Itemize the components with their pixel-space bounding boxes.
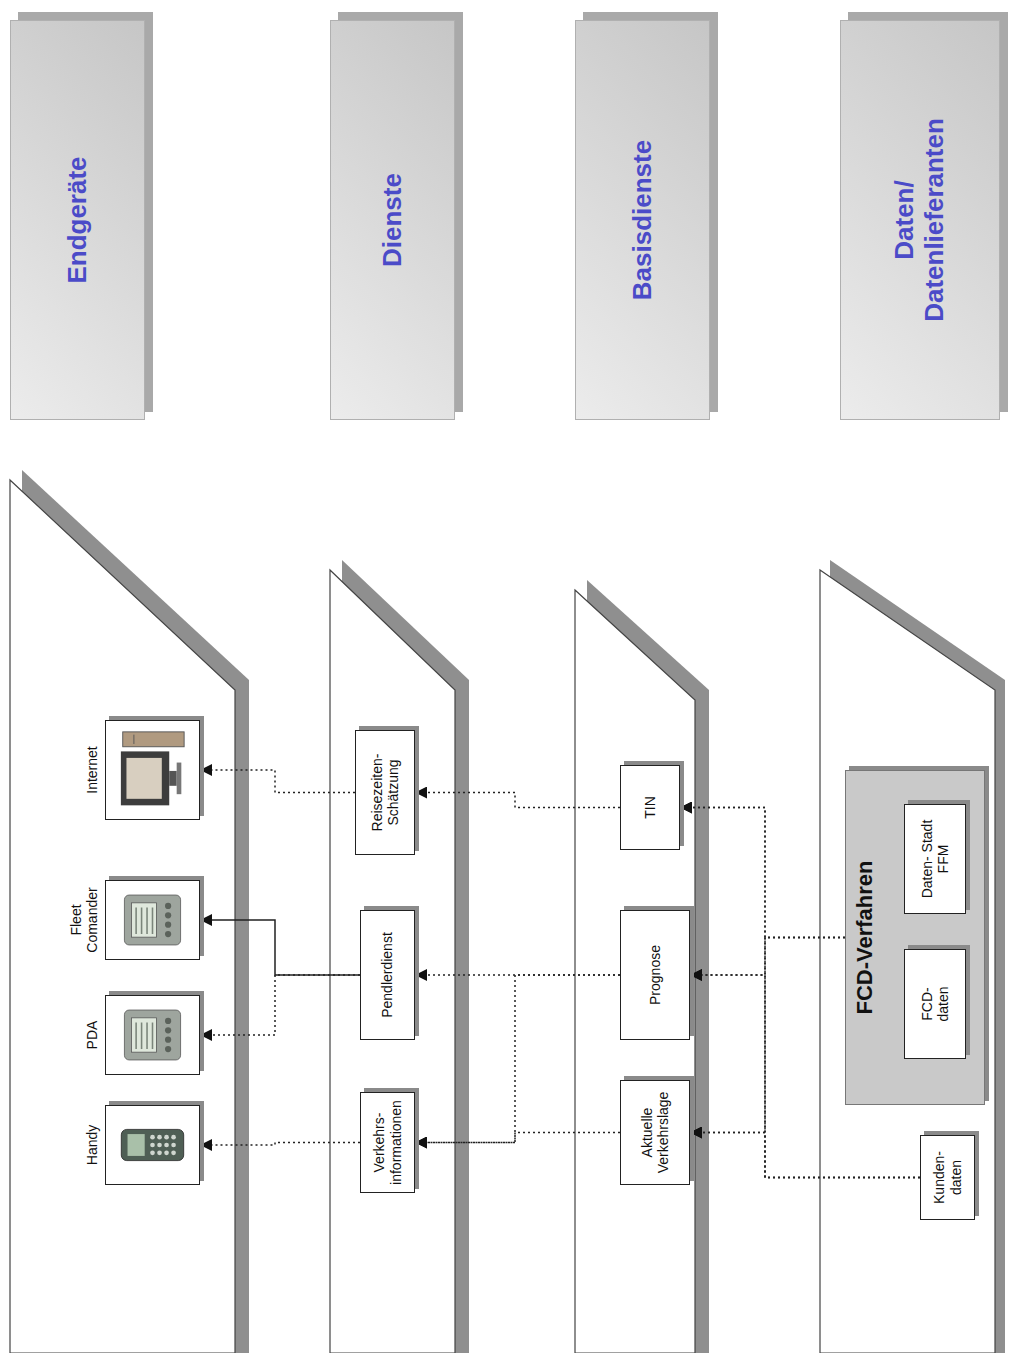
service-box: Pendlerdienst xyxy=(360,910,415,1040)
node-label: FCD- daten xyxy=(919,986,951,1021)
connector-arrow xyxy=(690,1133,920,1178)
device-picture xyxy=(105,880,200,960)
connector-arrow xyxy=(690,938,845,1133)
layer-label-block: Basisdienste xyxy=(575,20,710,420)
node-label: Aktuelle Verkehrslage xyxy=(639,1092,671,1174)
device-icon xyxy=(106,881,199,959)
group-title-row: FCD-Verfahren xyxy=(846,771,877,1104)
connector-arrow xyxy=(200,1143,360,1146)
layer-plane xyxy=(330,570,455,1353)
node-label: PDA xyxy=(84,1021,100,1050)
device-icon xyxy=(106,721,199,819)
layer-label-block: Endgeräte xyxy=(10,20,145,420)
device-box: Internet xyxy=(40,720,200,820)
service-box: Daten- Stadt FFM xyxy=(904,804,966,914)
service-box: Kunden- daten xyxy=(920,1135,975,1220)
connector-arrow xyxy=(200,770,355,793)
node-label: Prognose xyxy=(647,945,663,1005)
service-box: Aktuelle Verkehrslage xyxy=(620,1080,690,1185)
layer-plane xyxy=(820,570,995,1353)
node-label: Fleet Comander xyxy=(68,887,100,952)
connector-arrow xyxy=(680,808,845,938)
connector-arrow xyxy=(200,920,360,975)
layer-plane xyxy=(10,480,235,1353)
device-picture xyxy=(105,995,200,1075)
node-label: Endgeräte xyxy=(63,156,93,283)
connector-arrow xyxy=(415,975,620,1143)
node-label: Daten/ Datenlieferanten xyxy=(890,118,950,322)
device-box: PDA xyxy=(40,995,200,1075)
connector-arrow xyxy=(415,793,620,808)
node-label: Basisdienste xyxy=(628,140,658,300)
device-picture xyxy=(105,1105,200,1185)
service-box: Prognose xyxy=(620,910,690,1040)
node-label: Reisezeiten- Schätzung xyxy=(369,754,401,832)
node-label: Kunden- daten xyxy=(931,1151,963,1204)
device-icon xyxy=(106,996,199,1074)
node-label: TIN xyxy=(642,796,658,819)
node-label: Verkehrs- informationen xyxy=(371,1100,403,1185)
service-box: TIN xyxy=(620,765,680,850)
node-label: Pendlerdienst xyxy=(379,932,395,1018)
connector-arrow xyxy=(415,1133,620,1143)
node-label: Handy xyxy=(84,1125,100,1165)
device-box: Handy xyxy=(40,1105,200,1185)
service-box: Verkehrs- informationen xyxy=(360,1092,415,1193)
service-box: Reisezeiten- Schätzung xyxy=(355,730,415,855)
node-label: Daten- Stadt FFM xyxy=(919,819,951,899)
device-box: Fleet Comander xyxy=(40,880,200,960)
layer-label-block: Daten/ Datenlieferanten xyxy=(840,20,1000,420)
connector-arrow xyxy=(690,938,845,976)
node-label: FCD-Verfahren xyxy=(852,860,877,1014)
node-label: Dienste xyxy=(378,173,408,267)
layer-plane xyxy=(575,590,695,1353)
device-icon xyxy=(106,1106,199,1184)
device-picture xyxy=(105,720,200,820)
group-box: FCD- daten Daten- Stadt FFM FCD-Verfahren xyxy=(845,770,985,1105)
node-label: Internet xyxy=(84,746,100,793)
layer-label-block: Dienste xyxy=(330,20,455,420)
service-box: FCD- daten xyxy=(904,949,966,1059)
connector-arrow xyxy=(200,975,360,1035)
